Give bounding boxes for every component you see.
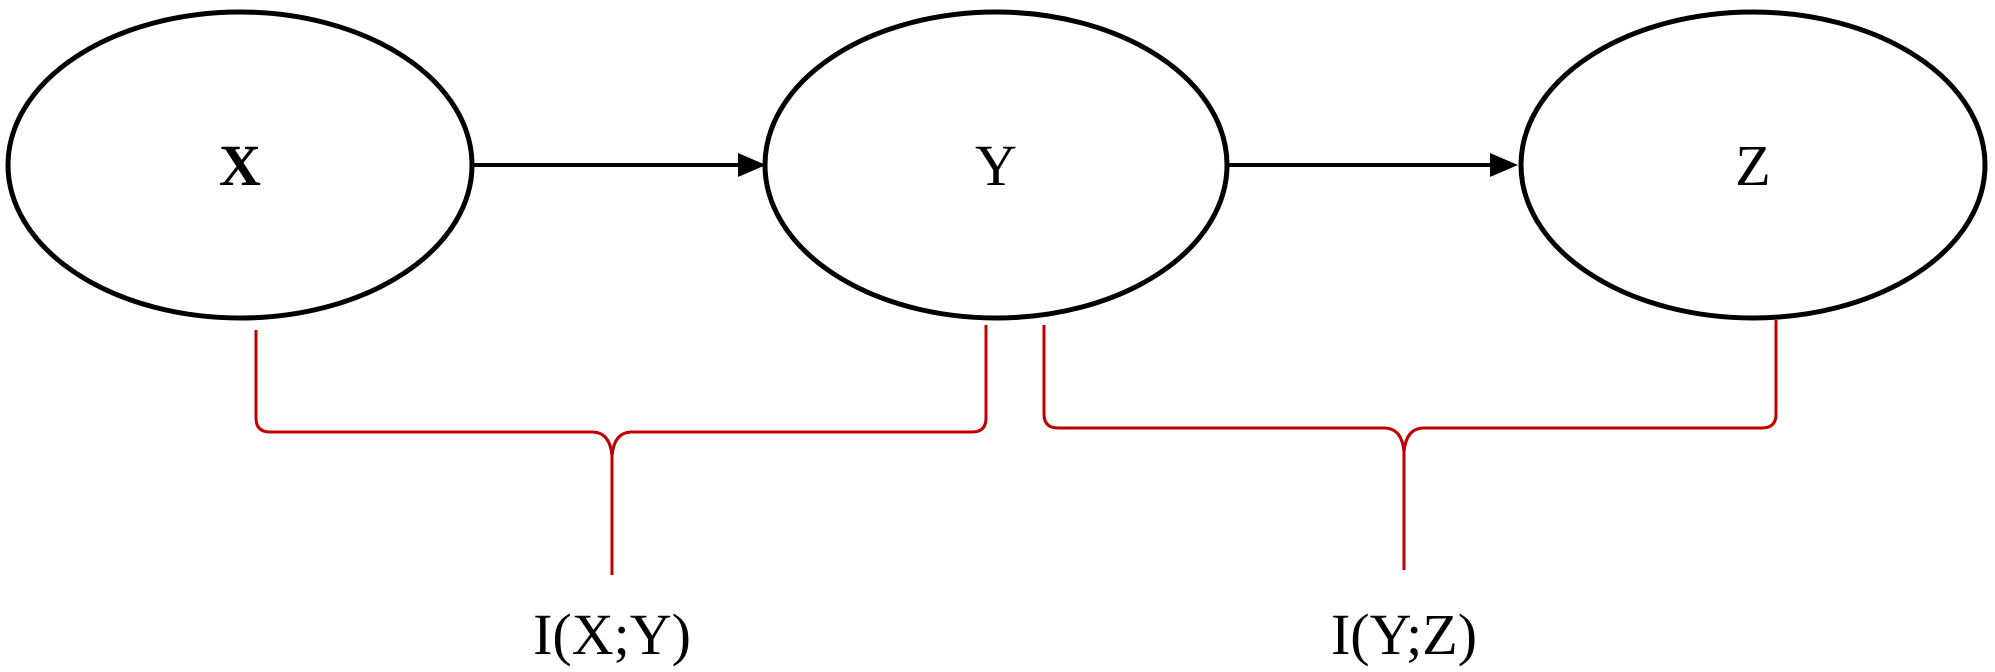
brace-xy: I(X;Y) [254, 325, 988, 667]
node-y-label: Y [975, 133, 1017, 198]
node-z: Z [1518, 9, 1988, 321]
edge-y-to-z [1228, 153, 1518, 177]
arrowhead-icon [1490, 153, 1518, 177]
edge-x-to-y [474, 153, 766, 177]
node-x: X [5, 9, 475, 321]
node-z-label: Z [1735, 133, 1770, 198]
node-x-label: X [219, 133, 261, 198]
node-y: Y [762, 9, 1230, 321]
brace-yz: I(Y;Z) [1042, 320, 1778, 667]
brace-xy-label: I(X;Y) [533, 602, 691, 667]
arrowhead-icon [738, 153, 766, 177]
brace-yz-label: I(Y;Z) [1331, 602, 1477, 667]
